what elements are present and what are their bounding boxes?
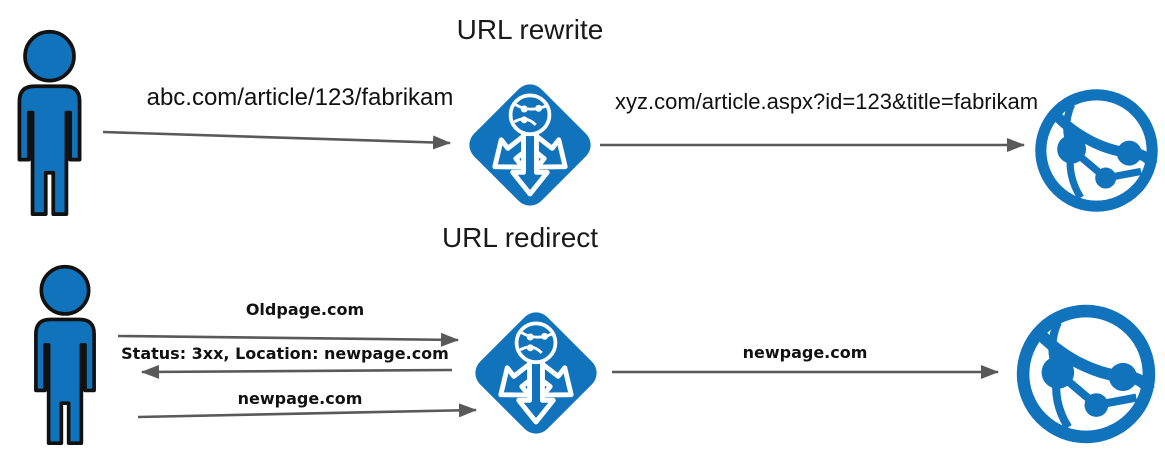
rewrite-request-label: abc.com/article/123/fabrikam bbox=[146, 84, 454, 111]
application-gateway-icon bbox=[458, 73, 602, 217]
redirect-followup-label: newpage.com bbox=[237, 389, 363, 408]
redirect-request-arrow bbox=[117, 332, 459, 347]
rewrite-request-arrow bbox=[102, 130, 451, 150]
rewrite-rewritten-label: xyz.com/article.aspx?id=123&title=fabrik… bbox=[615, 89, 1039, 114]
redirect-request-label: Oldpage.com bbox=[245, 300, 365, 319]
rewrite-section-title: URL rewrite bbox=[456, 14, 604, 45]
person-icon bbox=[2, 28, 97, 216]
app-service-globe-icon bbox=[1012, 300, 1160, 448]
redirect-response-label: Status: 3xx, Location: newpage.com bbox=[121, 344, 449, 363]
redirect-response-arrow bbox=[141, 364, 453, 379]
person-icon bbox=[20, 263, 110, 445]
redirect-forward-label: newpage.com bbox=[742, 343, 868, 362]
redirect-followup-arrow bbox=[137, 403, 477, 419]
app-service-globe-icon bbox=[1030, 85, 1163, 216]
application-gateway-icon bbox=[464, 301, 608, 445]
redirect-section-title: URL redirect bbox=[441, 222, 599, 253]
